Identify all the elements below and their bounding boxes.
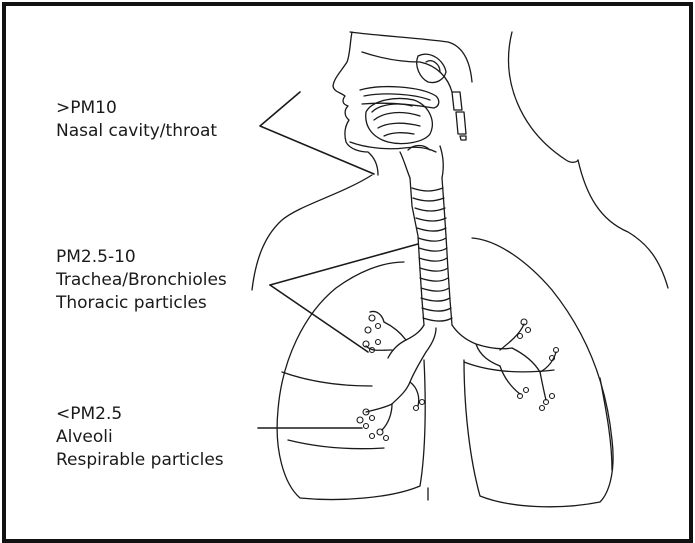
region-label: Trachea/Bronchioles	[56, 269, 227, 292]
size-class-label: >PM10	[56, 97, 217, 120]
lungs	[277, 238, 613, 507]
leader-line-trachea	[270, 244, 418, 285]
annotation-pm10: >PM10 Nasal cavity/throat	[56, 97, 217, 143]
torso-outline	[252, 32, 668, 290]
bronchial-tree	[357, 311, 559, 440]
nasal-cavity-and-tongue	[350, 87, 439, 152]
leader-line-nasal	[260, 92, 374, 174]
region-label: Alveoli	[56, 426, 224, 449]
annotation-pm25-10: PM2.5-10 Trachea/Bronchioles Thoracic pa…	[56, 246, 227, 315]
particle-type-label: Thoracic particles	[56, 292, 227, 315]
size-class-label: <PM2.5	[56, 403, 224, 426]
region-label: Nasal cavity/throat	[56, 120, 217, 143]
trachea	[400, 146, 452, 325]
particle-type-label: Respirable particles	[56, 449, 224, 472]
annotation-pm25: <PM2.5 Alveoli Respirable particles	[56, 403, 224, 472]
leader-lines	[258, 92, 418, 428]
leader-line-bronchioles	[270, 285, 368, 352]
size-class-label: PM2.5-10	[56, 246, 227, 269]
